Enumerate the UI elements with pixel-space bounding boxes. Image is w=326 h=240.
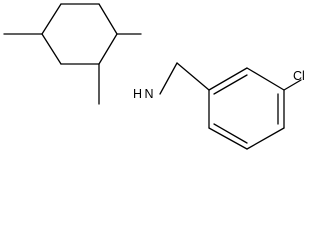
structure-canvas: H N Cl xyxy=(3,3,305,150)
ring-bond-6 xyxy=(41,3,62,35)
nh-label: H N xyxy=(133,87,154,101)
cl-label: Cl xyxy=(293,69,305,83)
benzene-double-bond-3 xyxy=(213,123,248,144)
nh-to-ch2-bond xyxy=(159,62,178,95)
ring-bond-2 xyxy=(98,3,118,35)
benzene-double-bond-1 xyxy=(213,74,248,95)
benzene-ring xyxy=(208,67,285,150)
benzene-bond-4 xyxy=(246,127,285,150)
ring-bond-5 xyxy=(41,33,62,65)
ring-bond-3 xyxy=(98,33,118,65)
benzene-to-cl-bond xyxy=(283,79,302,91)
cyclohexane-ring xyxy=(41,3,118,65)
benzene-bond-1 xyxy=(208,67,248,91)
chemical-structure-diagram: H N Cl xyxy=(3,3,305,150)
ch2-to-benzene-bond xyxy=(176,62,210,91)
benzene-bond-2 xyxy=(246,67,285,91)
benzene-bond-5 xyxy=(208,127,248,150)
